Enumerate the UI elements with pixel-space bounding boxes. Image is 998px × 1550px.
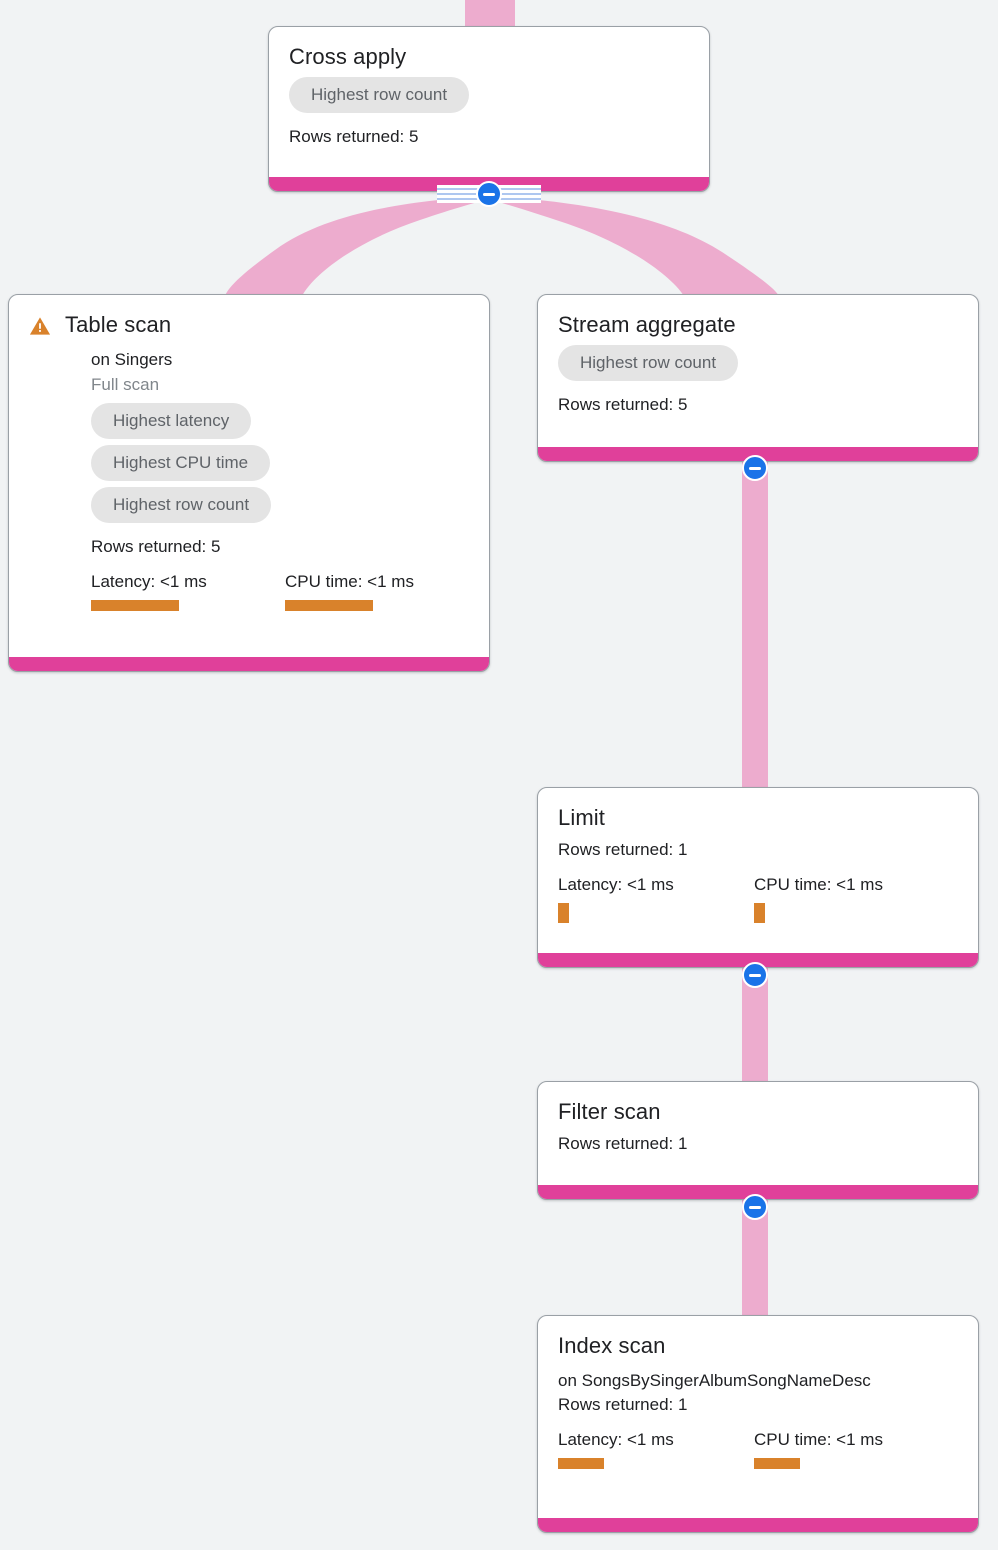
node-subtitle: on SongsBySingerAlbumSongNameDesc bbox=[558, 1371, 871, 1390]
rows-returned: Rows returned: 5 bbox=[558, 395, 688, 414]
metric-latency: Latency: <1 ms bbox=[558, 874, 754, 923]
node-metrics: Latency: <1 ms CPU time: <1 ms bbox=[558, 1429, 958, 1469]
node-header: Filter scan bbox=[558, 1098, 958, 1126]
node-content: Cross apply Highest row count Rows retur… bbox=[269, 27, 709, 163]
metric-latency-label: Latency: <1 ms bbox=[558, 1430, 674, 1449]
node-accent-bar bbox=[9, 657, 489, 671]
metric-cpu-time-bar bbox=[285, 600, 373, 611]
metric-cpu-time-label: CPU time: <1 ms bbox=[754, 1430, 883, 1449]
metric-cpu-time: CPU time: <1 ms bbox=[754, 874, 883, 923]
node-header: Limit bbox=[558, 804, 958, 832]
plan-node-table-scan[interactable]: Table scan on Singers Full scan Highest … bbox=[8, 294, 490, 672]
badge-highest-cpu-time: Highest CPU time bbox=[91, 445, 271, 481]
metric-latency-bar bbox=[91, 600, 179, 611]
collapse-toggle-stream-aggregate[interactable] bbox=[742, 455, 768, 481]
node-content: Limit Rows returned: 1 Latency: <1 ms CP… bbox=[538, 788, 978, 937]
badge-highest-row-count: Highest row count bbox=[91, 487, 272, 523]
node-header: Index scan bbox=[558, 1332, 958, 1360]
badge-highest-row-count: Highest row count bbox=[289, 77, 470, 113]
node-header: Stream aggregate bbox=[558, 311, 958, 339]
node-header: Table scan bbox=[29, 311, 469, 339]
node-content: Table scan on Singers Full scan Highest … bbox=[9, 295, 489, 625]
node-content: Stream aggregate Highest row count Rows … bbox=[538, 295, 978, 431]
node-header: Cross apply bbox=[289, 43, 689, 71]
edge-stream-aggregate-to-limit bbox=[742, 462, 768, 788]
plan-node-limit[interactable]: Limit Rows returned: 1 Latency: <1 ms CP… bbox=[537, 787, 979, 968]
node-accent-bar bbox=[538, 447, 978, 461]
node-scan-type: Full scan bbox=[91, 375, 160, 394]
metric-latency-label: Latency: <1 ms bbox=[558, 875, 674, 894]
node-title: Filter scan bbox=[558, 1099, 661, 1124]
node-title: Stream aggregate bbox=[558, 312, 736, 337]
warning-triangle-icon bbox=[29, 317, 51, 335]
node-title: Limit bbox=[558, 805, 605, 830]
collapse-toggle-limit[interactable] bbox=[742, 962, 768, 988]
metric-cpu-time-label: CPU time: <1 ms bbox=[754, 875, 883, 894]
node-accent-bar bbox=[538, 1518, 978, 1532]
plan-node-stream-aggregate[interactable]: Stream aggregate Highest row count Rows … bbox=[537, 294, 979, 462]
collapse-toggle-filter-scan[interactable] bbox=[742, 1194, 768, 1220]
metric-cpu-time-bar bbox=[754, 1458, 800, 1469]
node-title: Cross apply bbox=[289, 44, 407, 69]
node-metrics: Latency: <1 ms CPU time: <1 ms bbox=[91, 571, 469, 611]
metric-cpu-time-label: CPU time: <1 ms bbox=[285, 572, 414, 591]
badge-highest-latency: Highest latency bbox=[91, 403, 252, 439]
metric-cpu-time: CPU time: <1 ms bbox=[285, 571, 414, 611]
plan-node-index-scan[interactable]: Index scan on SongsBySingerAlbumSongName… bbox=[537, 1315, 979, 1533]
metric-latency: Latency: <1 ms bbox=[558, 1429, 754, 1469]
metric-latency-label: Latency: <1 ms bbox=[91, 572, 207, 591]
node-accent-bar bbox=[538, 953, 978, 967]
node-content: Filter scan Rows returned: 1 bbox=[538, 1082, 978, 1170]
node-title: Table scan bbox=[65, 312, 172, 337]
rows-returned: Rows returned: 5 bbox=[289, 127, 419, 146]
metric-latency: Latency: <1 ms bbox=[91, 571, 285, 611]
badge-highest-row-count: Highest row count bbox=[558, 345, 739, 381]
node-accent-bar bbox=[538, 1185, 978, 1199]
metric-latency-bar bbox=[558, 903, 569, 923]
node-title: Index scan bbox=[558, 1333, 666, 1358]
node-chips: Highest row count bbox=[289, 77, 689, 119]
plan-node-filter-scan[interactable]: Filter scan Rows returned: 1 bbox=[537, 1081, 979, 1200]
node-metrics: Latency: <1 ms CPU time: <1 ms bbox=[558, 874, 958, 923]
rows-returned: Rows returned: 1 bbox=[558, 1395, 688, 1414]
edge-cross-apply-to-table-scan bbox=[225, 196, 489, 296]
rows-returned: Rows returned: 5 bbox=[91, 537, 221, 556]
metric-cpu-time: CPU time: <1 ms bbox=[754, 1429, 883, 1469]
plan-node-cross-apply[interactable]: Cross apply Highest row count Rows retur… bbox=[268, 26, 710, 192]
node-chips: Highest latency Highest CPU time Highest… bbox=[91, 403, 469, 529]
node-subtitle: on Singers bbox=[91, 350, 173, 369]
collapse-toggle-cross-apply[interactable] bbox=[476, 181, 502, 207]
node-details: on Singers Full scan Highest latency Hig… bbox=[29, 347, 469, 611]
metric-cpu-time-bar bbox=[754, 903, 765, 923]
node-content: Index scan on SongsBySingerAlbumSongName… bbox=[538, 1316, 978, 1483]
rows-returned: Rows returned: 1 bbox=[558, 840, 688, 859]
rows-returned: Rows returned: 1 bbox=[558, 1134, 688, 1153]
metric-latency-bar bbox=[558, 1458, 604, 1469]
node-chips: Highest row count bbox=[558, 345, 958, 387]
edge-cross-apply-to-stream-aggregate bbox=[489, 196, 779, 296]
